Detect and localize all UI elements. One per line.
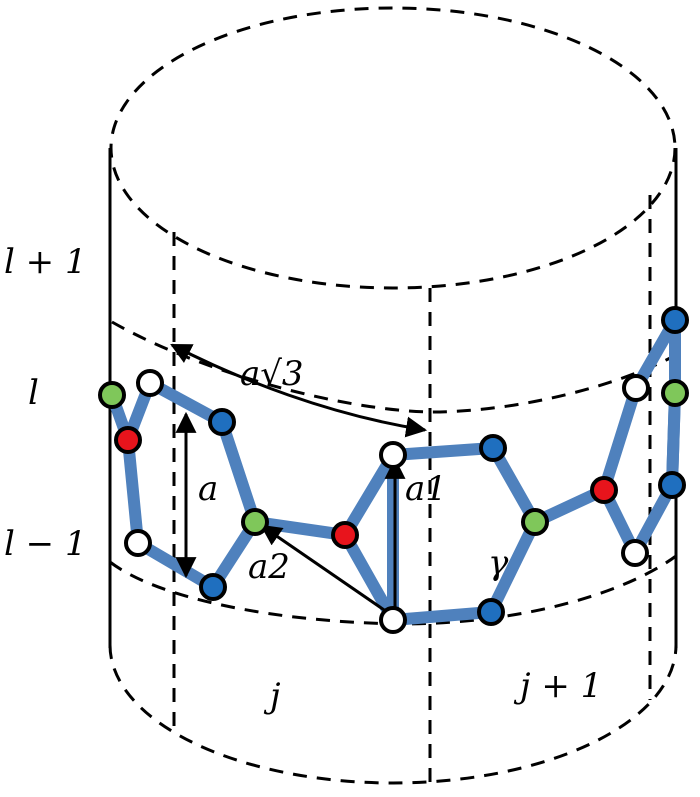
row-label-lower: l − 1 [4, 524, 87, 564]
angle-gamma-label: γ [488, 543, 509, 583]
atom-white [124, 529, 152, 557]
atom-white [622, 374, 650, 402]
labels: l + 1 l l − 1 j j + 1 a√3 a a1 a2 γ [4, 242, 602, 716]
vector-a1-label: a1 [405, 469, 447, 509]
atom-white [621, 539, 649, 567]
cylinder-bottom-front-arc [108, 644, 678, 785]
chiral-arc-arrow [170, 343, 428, 438]
bond-chain-link [339, 529, 399, 626]
column-dividers [172, 195, 652, 790]
atoms [98, 306, 689, 634]
vector-a2-label: a2 [248, 547, 290, 587]
atom-blue [479, 434, 507, 462]
atom-green [521, 508, 549, 536]
lattice-constant-label: a [198, 469, 218, 509]
atom-blue [477, 598, 505, 626]
vector-a2-arrow [260, 524, 391, 616]
atom-blue [208, 408, 236, 436]
bond-chain-left [106, 377, 261, 593]
atom-red [331, 521, 359, 549]
atom-blue [658, 471, 686, 499]
bond-chain-right [529, 314, 681, 559]
atom-white [379, 606, 407, 634]
atom-blue [661, 306, 689, 334]
row-label-mid: l [28, 373, 39, 413]
atom-white [136, 369, 164, 397]
atom-green [661, 379, 689, 407]
ring-arc-upper [111, 320, 677, 414]
atom-red [590, 476, 618, 504]
atom-white [379, 441, 407, 469]
cylinder-top-ellipse [109, 6, 677, 290]
bond-chain-right-link [666, 387, 681, 491]
vector-arrows [170, 343, 428, 616]
atom-green [98, 381, 126, 409]
chiral-length-label: a√3 [240, 354, 304, 394]
atom-green [241, 508, 269, 536]
atom-blue [199, 573, 227, 601]
bond-chain-center [249, 442, 541, 626]
column-label-right: j + 1 [513, 666, 602, 706]
column-label-left: j [263, 676, 281, 716]
row-label-upper: l + 1 [4, 242, 87, 282]
atom-red [114, 426, 142, 454]
